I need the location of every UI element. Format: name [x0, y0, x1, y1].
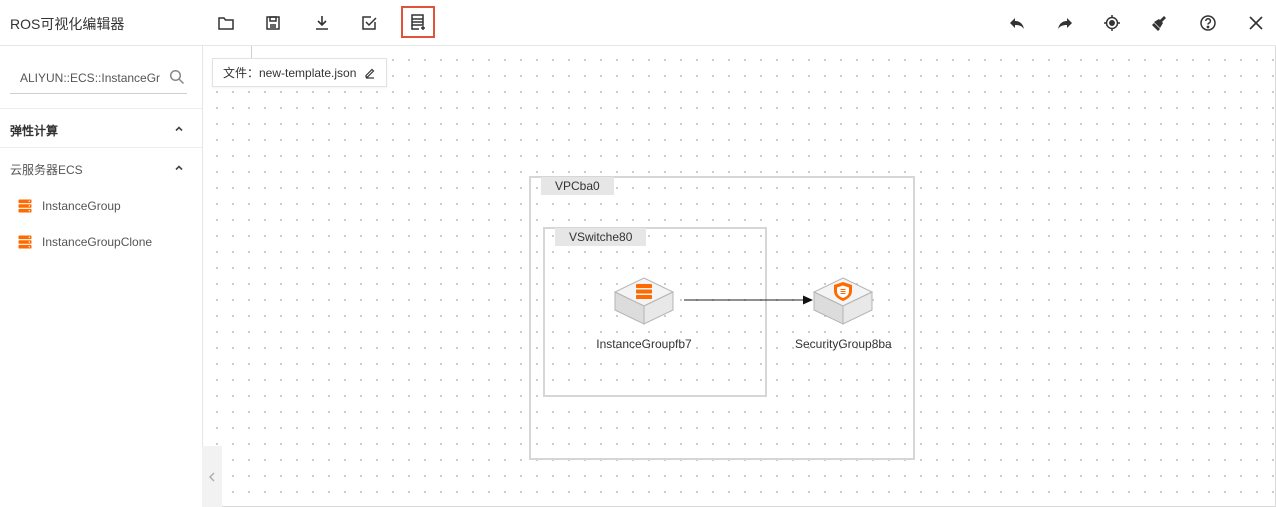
search-icon[interactable] [169, 69, 185, 85]
node-label: InstanceGroupfb7 [596, 337, 692, 351]
download-icon [316, 16, 328, 30]
design-canvas[interactable] [203, 46, 1275, 506]
sidebar-item-label: InstanceGroup [42, 199, 121, 213]
file-name: 文件：new-template.json [223, 66, 357, 80]
server-icon [18, 235, 32, 249]
vswitch-group[interactable]: VSwitche80 [543, 227, 767, 397]
sidebar-item-instancegroupclone[interactable]: InstanceGroupClone [18, 232, 152, 252]
vpc-group[interactable]: VPCba0 [529, 176, 915, 460]
undo-icon [1010, 18, 1024, 29]
close-icon [1249, 16, 1263, 30]
header: ROS可视化编辑器 [0, 0, 1276, 46]
chevron-up-icon [175, 126, 183, 132]
sidebar-item-label: InstanceGroupClone [42, 235, 153, 249]
help-button[interactable] [1193, 8, 1223, 38]
chevron-left-icon [209, 472, 215, 481]
server-icon [18, 199, 32, 213]
undo-button[interactable] [1002, 8, 1032, 38]
download-button[interactable] [307, 8, 337, 38]
add-resource-button[interactable] [401, 6, 435, 38]
save-icon [266, 16, 280, 30]
validate-button[interactable] [354, 8, 384, 38]
chevron-up-icon [175, 165, 183, 171]
open-button[interactable] [211, 8, 241, 38]
locate-icon [1104, 15, 1120, 31]
category-elastic-compute[interactable]: 弹性计算 [0, 108, 202, 148]
node-instancegroup[interactable]: InstanceGroupfb7 [584, 276, 704, 351]
close-button[interactable] [1241, 8, 1271, 38]
node-securitygroup[interactable]: SecurityGroup8ba [795, 276, 892, 351]
subcategory-ecs[interactable]: 云服务器ECS [0, 148, 202, 188]
subcategory-label: 云服务器ECS [10, 163, 83, 177]
search-box [10, 62, 187, 94]
file-tab: 文件：new-template.json [212, 58, 388, 87]
folder-icon [218, 17, 234, 30]
edit-icon[interactable] [364, 67, 376, 79]
vswitch-label: VSwitche80 [555, 228, 647, 246]
vpc-label: VPCba0 [541, 177, 614, 195]
save-button[interactable] [258, 8, 288, 38]
server-cube-icon [613, 277, 675, 325]
shield-cube-icon [812, 277, 874, 325]
add-resource-icon [411, 14, 425, 30]
category-label: 弹性计算 [10, 124, 59, 138]
clear-button[interactable] [1145, 8, 1175, 38]
search-input[interactable] [20, 71, 160, 85]
validate-icon [362, 16, 377, 30]
sidebar-item-instancegroup[interactable]: InstanceGroup [18, 196, 121, 216]
sidebar-collapse-handle[interactable] [202, 446, 222, 507]
help-icon [1200, 15, 1216, 31]
redo-icon [1058, 18, 1072, 29]
clear-icon [1152, 16, 1166, 31]
redo-button[interactable] [1050, 8, 1080, 38]
tab-divider [251, 46, 252, 58]
resource-sidebar: 弹性计算 云服务器ECS InstanceGroup InstanceGroup… [0, 46, 203, 507]
node-label: SecurityGroup8ba [795, 337, 892, 351]
app-title: ROS可视化编辑器 [10, 16, 125, 32]
locate-button[interactable] [1097, 8, 1127, 38]
